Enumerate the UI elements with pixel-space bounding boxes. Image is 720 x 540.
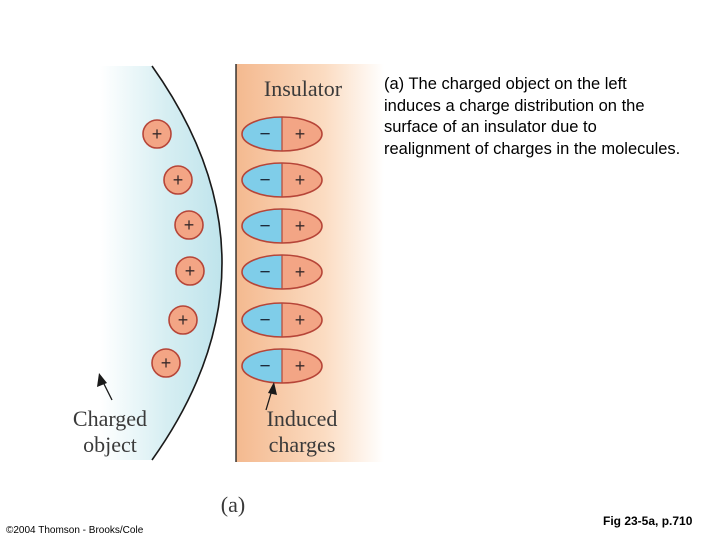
positive-charge: + xyxy=(163,165,193,195)
dipole-negative-half xyxy=(242,209,282,243)
minus-sign: − xyxy=(259,310,270,331)
dipole-negative-half xyxy=(242,163,282,197)
charged-object-arrowhead xyxy=(97,373,107,387)
positive-charge: + xyxy=(142,119,172,149)
plus-sign: + xyxy=(184,215,195,235)
plus-sign: + xyxy=(152,124,163,144)
dipole: −+ xyxy=(241,254,323,290)
plus-sign: + xyxy=(295,310,306,330)
plus-sign: + xyxy=(178,310,189,330)
panel-label: (a) xyxy=(221,492,245,517)
plus-sign: + xyxy=(295,216,306,236)
induced-charges-label-line2: charges xyxy=(269,432,336,457)
positive-charges: + + + + + + xyxy=(142,119,205,378)
minus-sign: − xyxy=(259,356,270,377)
dipole-negative-half xyxy=(242,255,282,289)
plus-sign: + xyxy=(295,124,306,144)
copyright-credit: ©2004 Thomson - Brooks/Cole xyxy=(6,525,144,536)
positive-charge: + xyxy=(168,305,198,335)
induced-charges-arrowhead xyxy=(268,382,277,395)
plus-sign: + xyxy=(161,353,172,373)
dipole-positive-half xyxy=(282,163,322,197)
insulator-label: Insulator xyxy=(264,76,343,101)
dipole: −+ xyxy=(241,302,323,338)
dipole: −+ xyxy=(241,116,323,152)
induced-charges-label-line1: Induced xyxy=(267,406,338,431)
dipole-positive-half xyxy=(282,349,322,383)
plus-sign: + xyxy=(295,262,306,282)
dipole-positive-half xyxy=(282,303,322,337)
charged-object-label-line1: Charged xyxy=(73,406,147,431)
dipole: −+ xyxy=(241,162,323,198)
positive-charge: + xyxy=(151,348,181,378)
plus-sign: + xyxy=(185,261,196,281)
dipole-positive-half xyxy=(282,209,322,243)
dipole: −+ xyxy=(241,348,323,384)
dipole: −+ xyxy=(241,208,323,244)
induced-dipoles: −+−+−+−+−+−+ xyxy=(241,116,323,384)
minus-sign: − xyxy=(259,124,270,145)
charged-object-label-line2: object xyxy=(83,432,137,457)
dipole-negative-half xyxy=(242,349,282,383)
figure-reference: Fig 23-5a, p.710 xyxy=(603,514,693,528)
dipole-negative-half xyxy=(242,117,282,151)
plus-sign: + xyxy=(295,170,306,190)
plus-sign: + xyxy=(173,170,184,190)
charged-object xyxy=(100,66,222,460)
minus-sign: − xyxy=(259,216,270,237)
minus-sign: − xyxy=(259,170,270,191)
dipole-positive-half xyxy=(282,255,322,289)
charged-object-edge xyxy=(151,65,223,461)
minus-sign: − xyxy=(259,262,270,283)
plus-sign: + xyxy=(295,356,306,376)
dipole-positive-half xyxy=(282,117,322,151)
positive-charge: + xyxy=(174,210,204,240)
figure-caption: (a) The charged object on the left induc… xyxy=(384,75,681,158)
dipole-negative-half xyxy=(242,303,282,337)
positive-charge: + xyxy=(175,256,205,286)
